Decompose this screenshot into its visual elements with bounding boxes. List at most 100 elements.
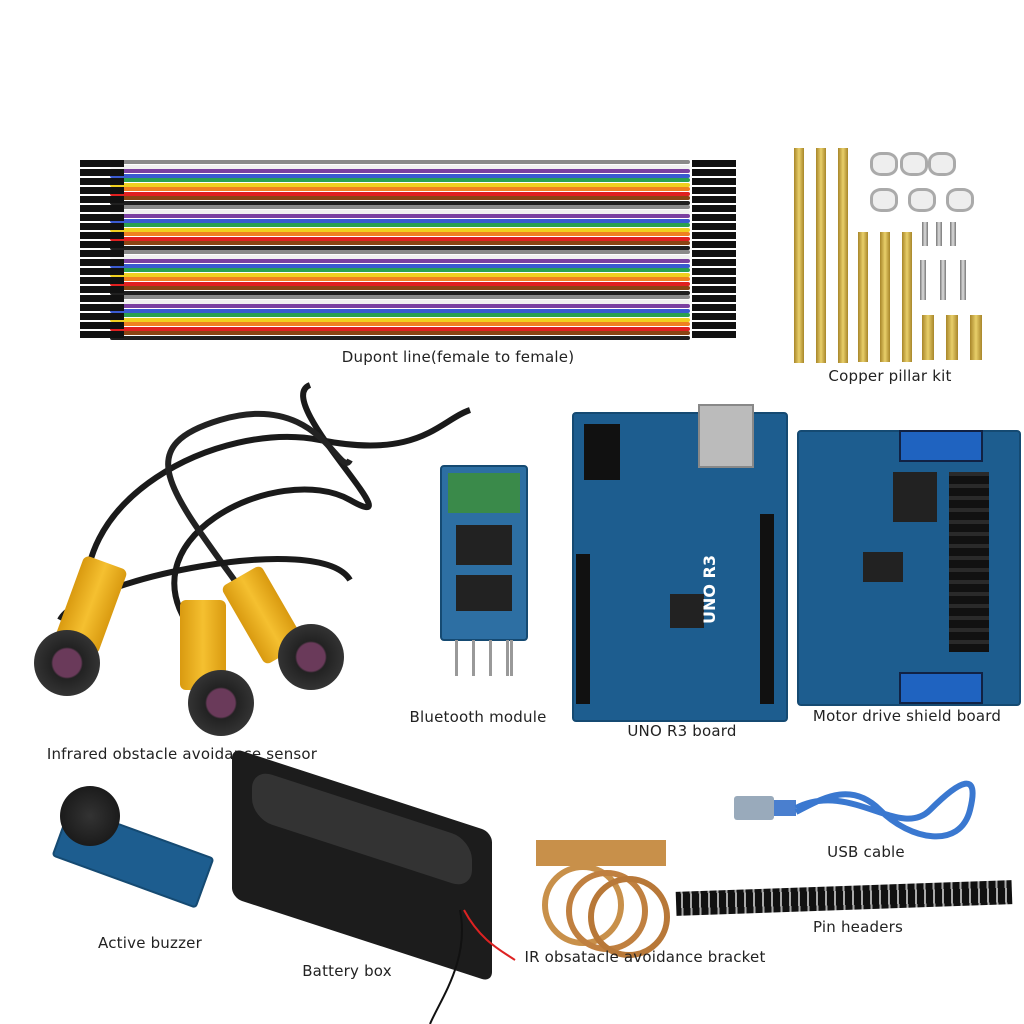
dupont-wire (110, 304, 690, 308)
dupont-connector (692, 313, 736, 320)
dupont-wire (110, 335, 690, 340)
dupont-connector (692, 322, 736, 329)
dupont-wire (110, 205, 690, 209)
label-ir-bracket: IR obsatacle avoidance bracket (524, 948, 766, 966)
dupont-wire (110, 299, 690, 304)
dupont-wire (110, 209, 690, 214)
label-infrared-sensor: Infrared obstacle avoidance sensor (46, 745, 318, 763)
dupont-wire (110, 164, 690, 169)
copper-pillar-kit (780, 140, 1000, 370)
pin-headers (675, 880, 1013, 916)
dupont-connector (80, 286, 124, 293)
dupont-connector (692, 178, 736, 185)
dupont-connector (80, 304, 124, 311)
dupont-connector (80, 214, 124, 221)
uno-board-text: UNO R3 (700, 554, 719, 624)
bluetooth-module (440, 465, 528, 641)
dupont-wire (110, 268, 690, 272)
dupont-wire (110, 263, 690, 268)
dupont-connector (80, 223, 124, 230)
dupont-connector (80, 331, 124, 338)
dupont-wire (110, 236, 690, 241)
dupont-connector (692, 196, 736, 203)
dupont-connector (692, 295, 736, 302)
dupont-wire (110, 259, 690, 263)
dupont-wire (110, 200, 690, 205)
dupont-connector (692, 286, 736, 293)
label-copper-pillar-kit: Copper pillar kit (828, 367, 952, 385)
dupont-connector (80, 178, 124, 185)
dupont-connector (80, 322, 124, 329)
dupont-wire (110, 169, 690, 173)
dupont-wire (110, 178, 690, 182)
label-bluetooth-module: Bluetooth module (409, 708, 547, 726)
dupont-wire (110, 313, 690, 317)
dupont-wire (110, 196, 690, 200)
label-battery-box: Battery box (302, 962, 392, 980)
dupont-connector (80, 160, 124, 167)
dupont-connector (80, 232, 124, 239)
dupont-wire (110, 286, 690, 290)
dupont-connector (692, 232, 736, 239)
label-pin-headers: Pin headers (812, 918, 904, 936)
dupont-connector (692, 223, 736, 230)
usb-cable (734, 780, 976, 840)
dupont-wire (110, 245, 690, 250)
label-dupont-line: Dupont line(female to female) (341, 348, 575, 366)
dupont-connector (80, 313, 124, 320)
dupont-wire (110, 191, 690, 196)
dupont-connector (692, 205, 736, 212)
dupont-connector (80, 250, 124, 257)
battery-wires (429, 909, 516, 1024)
dupont-wire (110, 308, 690, 313)
dupont-wire (110, 322, 690, 326)
dupont-wire (110, 218, 690, 223)
motor-drive-shield (797, 430, 1021, 706)
dupont-connector (80, 259, 124, 266)
dupont-connector (692, 241, 736, 248)
dupont-wire (110, 295, 690, 299)
dupont-wire (110, 160, 690, 164)
dupont-connector (692, 259, 736, 266)
dupont-connector (80, 169, 124, 176)
label-uno-r3-board: UNO R3 board (627, 722, 737, 740)
dupont-wire (110, 277, 690, 281)
dupont-connector (692, 187, 736, 194)
ir-bracket (536, 840, 670, 958)
dupont-connector (692, 277, 736, 284)
dupont-connector (692, 160, 736, 167)
dupont-wire (110, 317, 690, 322)
dupont-connector (692, 304, 736, 311)
active-buzzer (46, 780, 226, 920)
dupont-wire (110, 241, 690, 245)
dupont-wire (110, 223, 690, 227)
dupont-wire (110, 214, 690, 218)
dupont-wire (110, 254, 690, 259)
dupont-wire (110, 232, 690, 236)
bluetooth-pins (455, 640, 513, 676)
dupont-connector (692, 214, 736, 221)
dupont-wire (110, 281, 690, 286)
dupont-connector (80, 268, 124, 275)
dupont-connector (80, 196, 124, 203)
dupont-wire (110, 227, 690, 232)
dupont-wire (110, 173, 690, 178)
dupont-wire (110, 331, 690, 335)
infrared-sensors (20, 380, 490, 736)
dupont-wire (110, 326, 690, 331)
uno-r3-board: UNO R3 (572, 404, 788, 722)
dupont-wire (110, 250, 690, 254)
dupont-wire (110, 272, 690, 277)
dupont-connector (692, 250, 736, 257)
dupont-wire (110, 182, 690, 187)
dupont-connector (692, 331, 736, 338)
dupont-connector (692, 268, 736, 275)
label-motor-shield: Motor drive shield board (812, 707, 1002, 725)
label-active-buzzer: Active buzzer (98, 934, 202, 952)
dupont-connector (80, 295, 124, 302)
dupont-connector (80, 241, 124, 248)
dupont-wire (110, 187, 690, 191)
dupont-wire (110, 290, 690, 295)
dupont-connector (80, 187, 124, 194)
dupont-connector (80, 277, 124, 284)
